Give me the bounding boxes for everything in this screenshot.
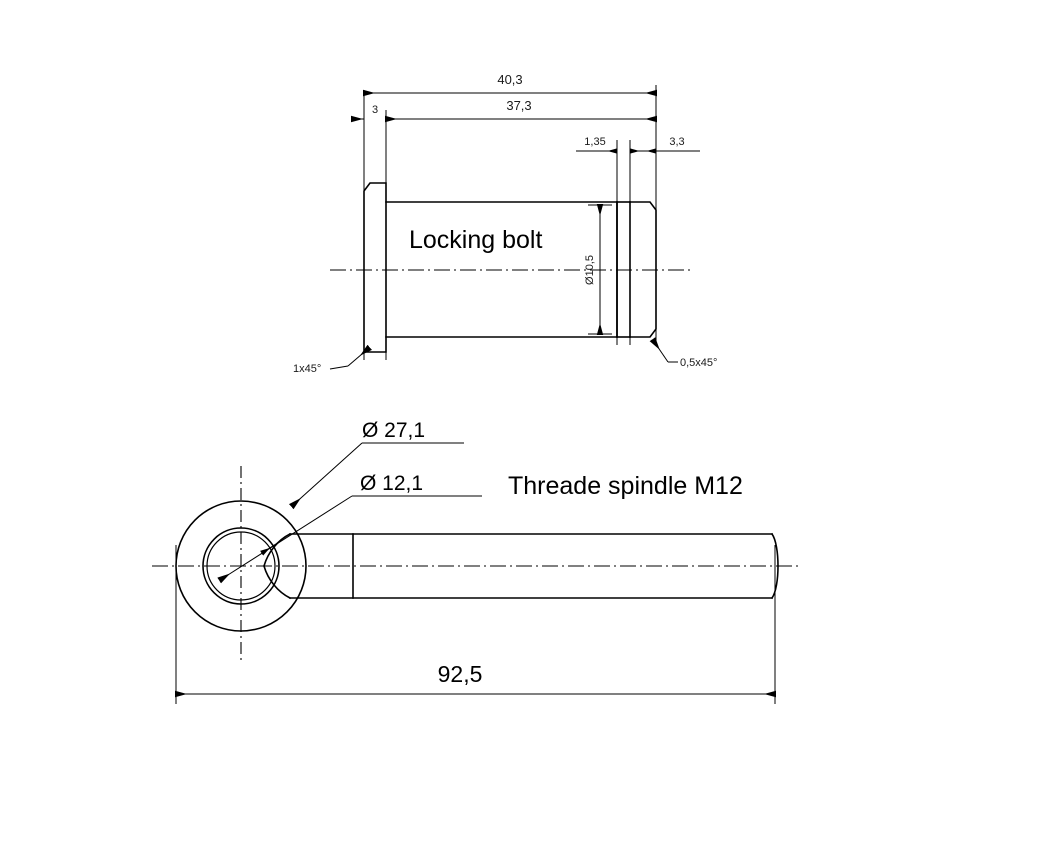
callout-label-right-chamfer: 0,5x45° (680, 357, 717, 369)
threaded-spindle-title: Threade spindle M12 (508, 472, 743, 500)
leader-line-12-1-second-arrow (260, 539, 283, 556)
dim-label-bolt-diameter: Ø10,5 (584, 255, 596, 285)
leader-tail-left-chamfer (329, 365, 349, 370)
callout-label-eye-bore-diameter: Ø 12,1 (360, 472, 423, 495)
callout-eye-outer-diameter: Ø 27,1 (288, 419, 464, 510)
dim-label-end-length: 3,3 (669, 136, 684, 148)
shank-blend-bottom (263, 565, 292, 600)
dimension-spindle-length: 92,5 (175, 545, 776, 704)
callout-label-left-chamfer: 1x45° (293, 363, 321, 375)
dim-label-spindle-length: 92,5 (438, 661, 483, 687)
callout-left-chamfer: 1x45° (293, 344, 372, 375)
leader-line-12-1 (217, 495, 353, 584)
dimension-shank-length: 37,3 (385, 98, 657, 123)
leader-line-right-chamfer (649, 337, 669, 363)
dimension-bolt-diameter: Ø10,5 (584, 204, 612, 335)
leader-line-27-1 (288, 442, 363, 510)
callout-eye-bore-diameter: Ø 12,1 (217, 472, 482, 584)
dimension-flange-thickness: 3 (351, 104, 398, 123)
leader-line-left-chamfer (347, 344, 372, 367)
dimension-end-length: 3,3 (634, 136, 700, 154)
dim-label-groove-width: 1,35 (584, 136, 605, 148)
locking-bolt-extension-lines (363, 85, 657, 360)
dim-label-shank-length: 37,3 (506, 98, 531, 113)
dim-label-overall-length: 40,3 (497, 72, 522, 87)
shank-blend-top (263, 532, 292, 567)
callout-right-chamfer: 0,5x45° (649, 337, 717, 369)
locking-bolt-body (363, 182, 657, 353)
threaded-spindle-view: Ø 27,1 Ø 12,1 Threade spindle M12 92,5 (152, 419, 800, 704)
bolt-flange-outline (363, 182, 387, 353)
locking-bolt-title: Locking bolt (409, 226, 542, 254)
callout-label-eye-outer-diameter: Ø 27,1 (362, 419, 425, 442)
dim-label-flange-thickness: 3 (372, 104, 378, 116)
locking-bolt-view: 40,3 37,3 3 1,35 (293, 72, 717, 375)
dimension-groove-width: 1,35 (576, 136, 640, 154)
dimension-overall-length: 40,3 (363, 72, 657, 97)
